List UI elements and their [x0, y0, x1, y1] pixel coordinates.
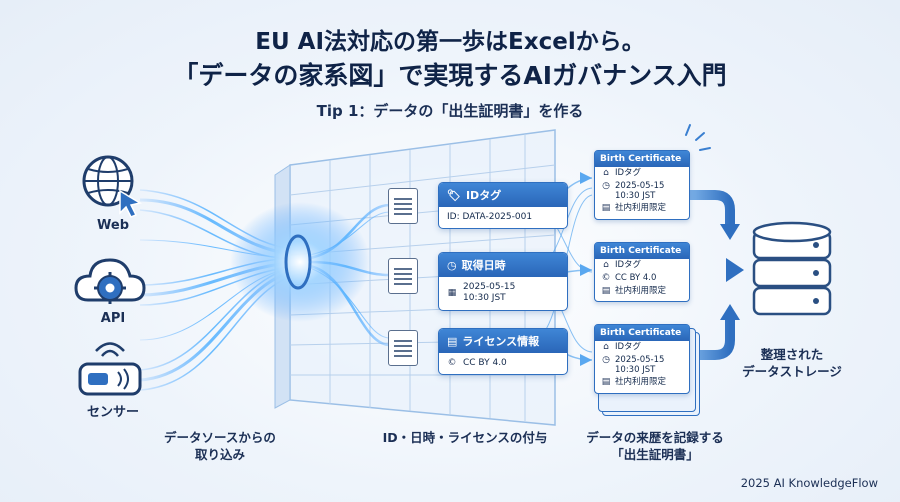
- title-line-1: EU AI法対応の第一歩はExcelから。: [255, 29, 645, 55]
- title-line-2: 「データの家系図」で実現するAIガバナンス入門: [173, 61, 727, 90]
- document-icon: [388, 330, 418, 366]
- document-icon: ▤: [601, 285, 611, 296]
- tag-card-header: 取得日時: [461, 259, 506, 272]
- document-icon: [388, 258, 418, 294]
- certificate-row: 社内利用限定: [615, 203, 667, 214]
- source-label-api: API: [100, 311, 126, 326]
- tag-card-value: 2025-05-15 10:30 JST: [463, 282, 516, 304]
- certificate-header: Birth Certificate: [595, 151, 689, 167]
- copyright-icon: ©: [447, 358, 457, 368]
- certificate-arrowheads: [580, 172, 592, 366]
- footer-credit: 2025 AI KnowledgeFlow: [740, 476, 878, 490]
- source-label-web: Web: [97, 218, 129, 233]
- globe-cursor-icon: [82, 155, 142, 218]
- copyright-icon: ©: [601, 272, 611, 283]
- clock-icon: ◷: [602, 354, 610, 365]
- document-icon: ▤: [601, 377, 611, 388]
- tagging-flows: [309, 203, 391, 347]
- tag-card-datetime: ◷ 取得日時 ▦ 2025-05-15 10:30 JST: [438, 252, 568, 311]
- document-icon: ▤: [601, 203, 611, 214]
- certificate-row: 2025-05-15 10:30 JST: [615, 354, 665, 375]
- tag-card-id: 🏷 IDタグ ID: DATA-2025-001: [438, 182, 568, 230]
- storage-label: 整理された データストレージ: [742, 347, 842, 379]
- tag-card-header: IDタグ: [465, 189, 502, 202]
- tag-icon: ⌂: [603, 168, 609, 178]
- certificate-row: IDタグ: [615, 342, 642, 352]
- sensor-icon: [78, 342, 142, 396]
- birth-certificate-stack: Birth Certificate ⌂ IDタグ ◷ 2025-05-15 10:3…: [594, 324, 700, 416]
- clock-icon: ◷: [447, 258, 457, 272]
- stage-label-ingest: データソースからの 取り込み: [164, 430, 276, 462]
- database-icon: [752, 221, 832, 316]
- tag-icon: ⌂: [603, 342, 609, 352]
- clock-icon: ◷: [602, 180, 610, 191]
- certificate-row: 2025-05-15 10:30 JST: [615, 180, 665, 201]
- calendar-icon: ▦: [447, 287, 457, 298]
- birth-certificate-1: Birth Certificate ⌂ IDタグ ◷ 2025-05-15 10:3…: [594, 150, 690, 220]
- incoming-flows: [139, 189, 301, 391]
- certificate-row: CC BY 4.0: [615, 272, 657, 283]
- tag-icon: ⌂: [603, 260, 609, 270]
- document-icon: [388, 188, 418, 224]
- stage-label-certificate: データの来歴を記録する 「出生証明書」: [586, 430, 724, 462]
- storage-arrows: [688, 190, 744, 360]
- tag-card-value: CC BY 4.0: [463, 358, 507, 368]
- sparkle-accents: [685, 124, 711, 151]
- tip-subtitle: Tip 1：データの「出生証明書」を作る: [316, 102, 584, 120]
- certificate-row: IDタグ: [615, 260, 642, 270]
- tag-card-license: ▤ ライセンス情報 © CC BY 4.0: [438, 328, 568, 376]
- certificate-row: IDタグ: [615, 168, 642, 178]
- central-glow: [230, 202, 370, 322]
- cloud-gear-icon: [74, 258, 146, 304]
- certificate-row: 社内利用限定: [615, 377, 667, 388]
- tag-icon: 🏷: [447, 188, 461, 202]
- license-icon: ▤: [447, 334, 458, 348]
- certificate-header: Birth Certificate: [595, 325, 689, 341]
- birth-certificate-2: Birth Certificate ⌂ IDタグ © CC BY 4.0 ▤ 社内利用…: [594, 242, 690, 303]
- certificate-header: Birth Certificate: [595, 243, 689, 259]
- tag-card-value: ID: DATA-2025-001: [447, 212, 533, 222]
- source-label-sensor: センサー: [86, 405, 139, 420]
- tag-card-header: ライセンス情報: [462, 335, 540, 348]
- stage-label-tagging: ID・日時・ライセンスの付与: [382, 430, 548, 445]
- certificate-row: 社内利用限定: [615, 285, 667, 296]
